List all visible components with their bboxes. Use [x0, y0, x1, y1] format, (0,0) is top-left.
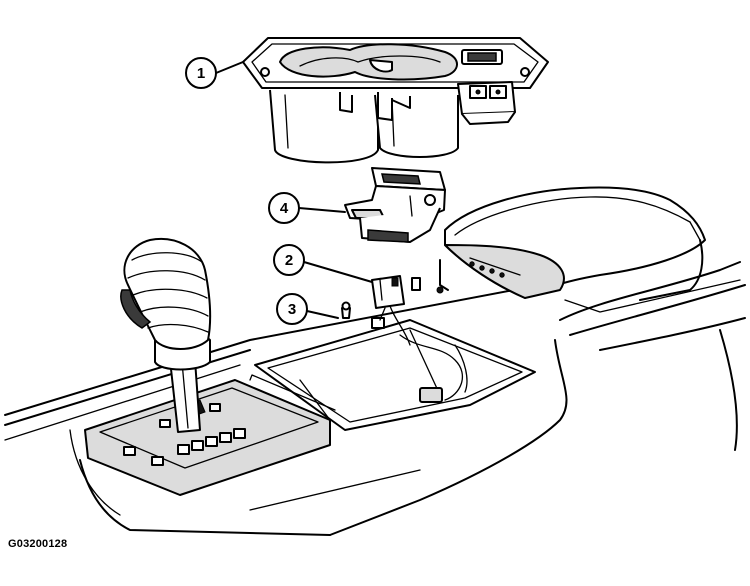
screw	[341, 301, 351, 319]
armrest-lid	[436, 186, 741, 313]
connector	[371, 275, 421, 346]
callout-2: 2	[273, 244, 373, 283]
callout-1-number: 1	[197, 65, 205, 82]
center-console	[4, 261, 746, 536]
figure-id-label: G03200128	[8, 538, 68, 550]
gear-shifter	[84, 237, 336, 496]
callout-3: 3	[276, 293, 339, 325]
callout-3-number: 3	[288, 301, 296, 318]
callout-1: 1	[185, 57, 244, 89]
callout-4: 4	[268, 192, 346, 224]
cup-holder-assembly	[242, 37, 549, 164]
callout-2-number: 2	[285, 252, 293, 269]
callout-4-number: 4	[280, 200, 289, 217]
switch-module	[344, 167, 446, 243]
